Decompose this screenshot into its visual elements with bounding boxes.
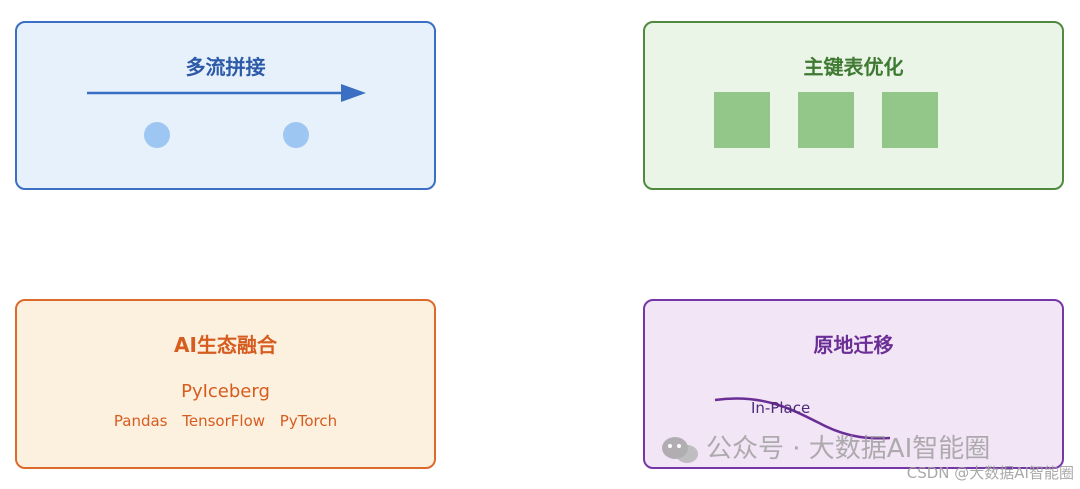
pyiceberg-label: PyIceberg [181,381,270,402]
framework-pandas: Pandas [113,412,168,430]
stream-join-diagram [87,84,366,148]
pk-block-2 [798,92,854,148]
wechat-account-text: 公众号 · 大数据AI智能圈 [706,434,991,464]
stream-arrow-head [341,84,366,102]
stream-dot-2 [283,122,309,148]
framework-list: Pandas TensorFlow PyTorch [17,412,434,430]
pk-block-1 [714,92,770,148]
pk-block-3 [882,92,938,148]
migration-curve [714,397,891,440]
stream-join-title: 多流拼接 [185,55,266,79]
stream-join-card: 多流拼接 [15,21,436,190]
framework-tensorflow: TensorFlow [182,412,266,430]
csdn-watermark: CSDN @大数据AI智能圈 [906,464,1074,482]
in-place-migration-title: 原地迁移 [813,333,894,357]
stream-dot-1 [144,122,170,148]
wechat-icon [662,436,698,463]
ai-ecosystem-title: AI生态融合 [174,333,277,357]
wechat-watermark: 公众号 · 大数据AI智能圈 [660,428,990,465]
in-place-migration-card: 原地迁移 In-Place [643,299,1064,469]
primary-key-title: 主键表优化 [803,55,904,79]
in-place-label: In-Place [751,399,811,417]
primary-key-card: 主键表优化 [643,21,1064,190]
framework-pytorch: PyTorch [279,412,338,430]
ai-ecosystem-card: AI生态融合 PyIceberg Pandas TensorFlow PyTor… [15,299,436,469]
migration-curve-diagram [714,397,891,440]
